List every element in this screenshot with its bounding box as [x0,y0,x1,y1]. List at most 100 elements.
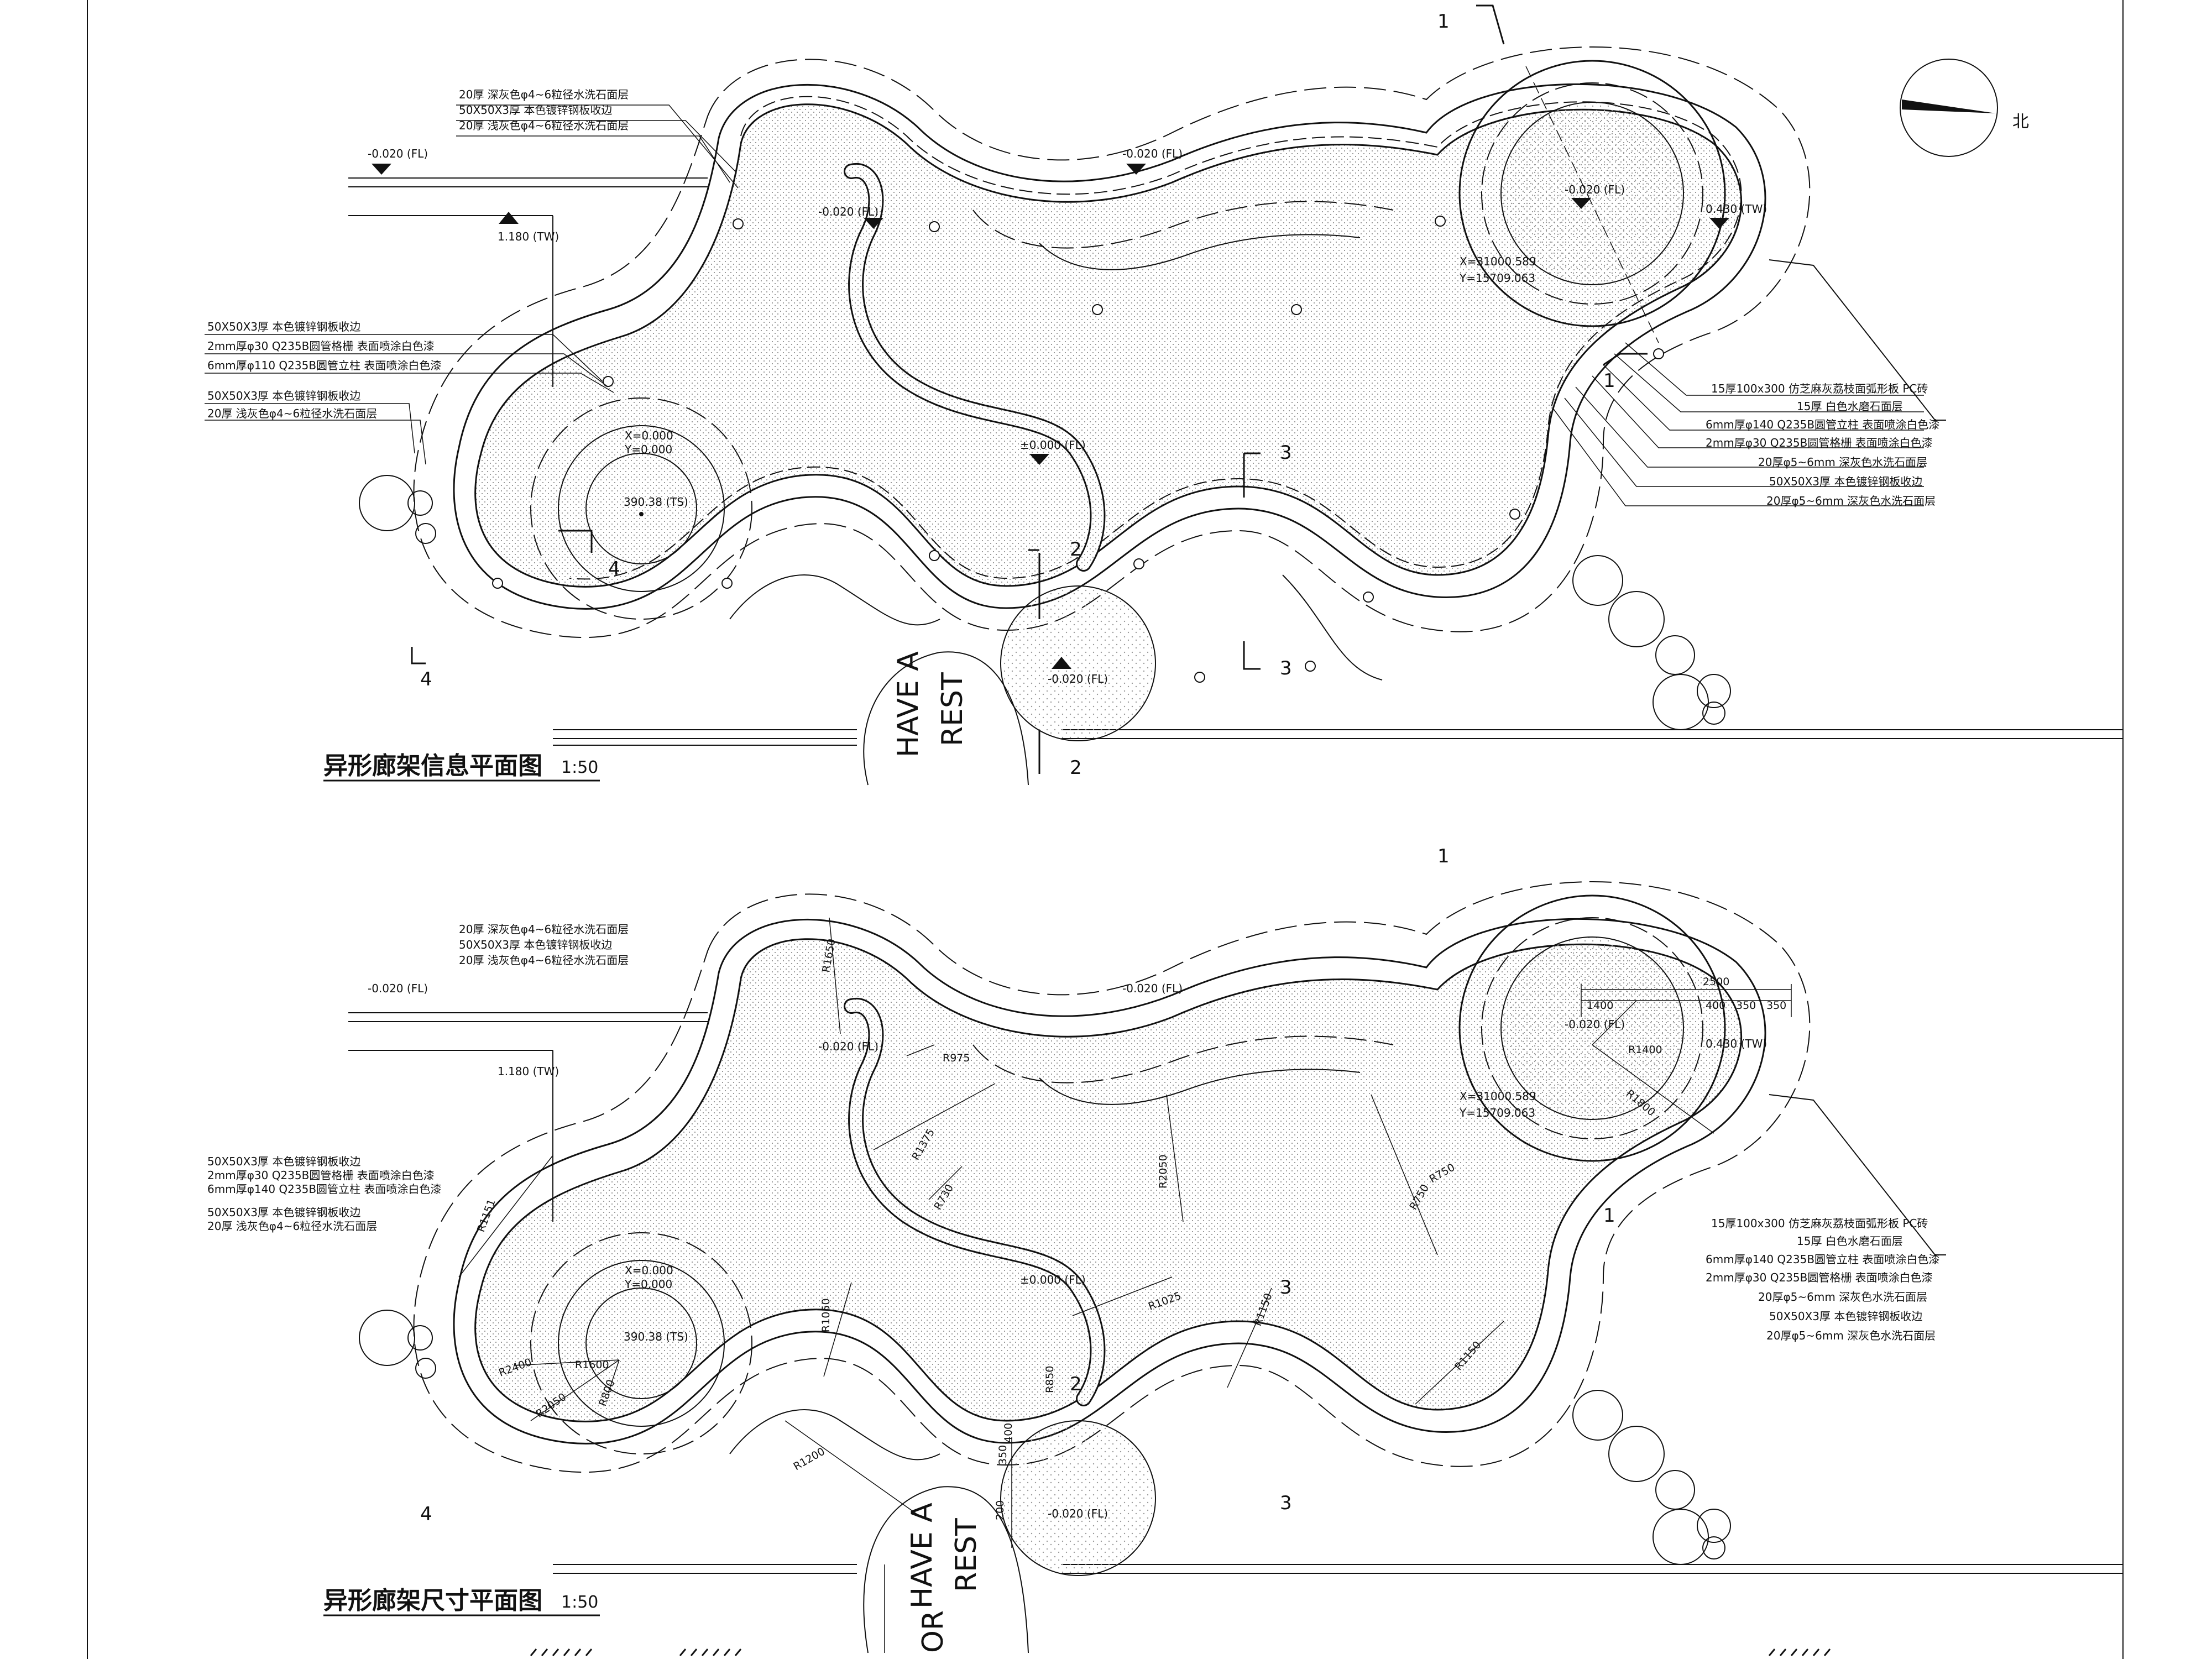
material-note: 50X50X3厚 本色镀锌钢板收边 [207,1155,360,1168]
section-mark: 1 [1437,845,1450,867]
plan-info: HAVE A REST 1 1 2 2 [205,4,2123,786]
level-label: -0.020 (FL) [818,1040,878,1053]
material-note: 6mm厚φ140 Q235B圆管立柱 表面喷涂白色漆 [207,1182,441,1196]
dimension-label: R1400 [1628,1044,1662,1056]
sign-text-rest: REST [950,1518,983,1592]
dimension-label: 350 [1736,999,1756,1012]
sign-text-rest: REST [936,672,969,746]
level-label: -0.020 (FL) [368,982,428,995]
material-note: 50X50X3厚 本色镀锌钢板收边 [207,1206,360,1219]
material-note: 20厚 深灰色φ4~6粒径水洗石面层 [459,88,629,101]
section-mark: 4 [608,558,620,580]
plan-title: 异形廊架尺寸平面图 [323,1587,542,1615]
coordinate-label: X=0.000 [625,1264,673,1277]
material-note: 15厚100x300 仿芝麻灰荔枝面弧形板 PC砖 [1711,1217,1928,1230]
dimension-label: 1400 [1587,999,1613,1012]
dimension-label: 200 [994,1500,1006,1520]
material-note: 50X50X3厚 本色镀锌钢板收边 [459,103,612,117]
sign-text-or: OR [917,1610,950,1653]
level-label: 0.430 (TW) [1706,202,1767,216]
dimension-label: 400 [1002,1423,1015,1443]
post-symbols [492,216,1664,683]
sign-text-have-a: HAVE A [892,651,925,757]
material-note: 15厚 白色水磨石面层 [1797,1234,1903,1248]
material-note: 2mm厚φ30 Q235B圆管格栅 表面喷涂白色漆 [207,1169,435,1182]
material-note: 50X50X3厚 本色镀锌钢板收边 [1769,1310,1922,1323]
section-mark: 4 [420,1503,432,1525]
material-note: 6mm厚φ110 Q235B圆管立柱 表面喷涂白色漆 [207,359,441,372]
paving-marks [530,1648,1831,1656]
coordinate-label: Y=0.000 [624,443,672,456]
material-note: 15厚 白色水磨石面层 [1797,400,1903,413]
material-note: 50X50X3厚 本色镀锌钢板收边 [459,938,612,951]
dimension-label: R975 [943,1052,970,1064]
level-label: 1.180 (TW) [498,230,559,243]
material-note: 20厚φ5~6mm 深灰色水洗石面层 [1758,1290,1927,1304]
section-mark: 2 [1070,538,1082,561]
dimension-label: R1200 [792,1445,827,1473]
plan-title: 异形廊架信息平面图 [323,752,542,780]
dimension-label: 350 [1766,999,1786,1012]
level-label: ±0.000 (FL) [1020,1273,1086,1286]
material-note: 50X50X3厚 本色镀锌钢板收边 [1769,475,1922,488]
section-mark: 3 [1280,1276,1292,1299]
dimension-label: 2500 [1703,976,1729,988]
plan-dimension: HAVE A REST OR R1650 R975 R1375 R [207,845,2123,1656]
level-label: -0.020 (FL) [1048,672,1108,685]
level-label: -0.020 (FL) [1122,147,1183,160]
coordinate-label: Y=0.000 [624,1278,672,1291]
plan-scale: 1:50 [561,758,598,777]
material-note: 2mm厚φ30 Q235B圆管格栅 表面喷涂白色漆 [1706,1271,1933,1284]
material-note: 20厚 浅灰色φ4~6粒径水洗石面层 [207,407,377,420]
material-note: 2mm厚φ30 Q235B圆管格栅 表面喷涂白色漆 [1706,436,1933,449]
dimension-label: R2050 [1157,1154,1169,1189]
section-mark: 4 [420,668,432,690]
section-mark: 2 [1070,1373,1082,1395]
section-mark: 3 [1280,442,1292,464]
section-mark: 3 [1280,657,1292,679]
material-note: 20厚φ5~6mm 深灰色水洗石面层 [1766,494,1936,507]
material-note: 20厚 浅灰色φ4~6粒径水洗石面层 [459,119,629,132]
dimension-label: R1600 [575,1359,609,1371]
coordinate-label: X=31000.589 [1460,1090,1536,1103]
level-label: -0.020 (FL) [1122,982,1183,995]
coordinate-label: Y=15709.063 [1459,271,1535,285]
level-label: -0.020 (FL) [1565,1018,1625,1031]
section-mark: 2 [1070,757,1082,779]
dimension-label: 350 [997,1445,1009,1465]
dimension-lines [458,917,1792,1653]
north-label: 北 [2012,112,2029,132]
level-label: ±0.000 (FL) [1020,438,1086,452]
level-label: -0.020 (FL) [818,205,878,218]
level-label: 1.180 (TW) [498,1065,559,1078]
material-note: 6mm厚φ140 Q235B圆管立柱 表面喷涂白色漆 [1706,1253,1939,1266]
tree-symbols [359,475,1731,730]
material-note: 6mm厚φ140 Q235B圆管立柱 表面喷涂白色漆 [1706,418,1939,431]
plan-scale: 1:50 [561,1593,598,1612]
section-mark: 1 [1603,370,1615,392]
material-note: 20厚φ5~6mm 深灰色水洗石面层 [1758,456,1927,469]
level-label: -0.020 (FL) [1565,183,1625,196]
section-mark: 1 [1603,1205,1615,1227]
material-note: 20厚 深灰色φ4~6粒径水洗石面层 [459,923,629,936]
level-label: -0.020 (FL) [1048,1507,1108,1520]
dimension-label: R1050 [820,1298,832,1332]
dimension-label: R1151 [475,1197,498,1233]
dimension-label: R850 [1044,1366,1056,1393]
material-note: 20厚φ5~6mm 深灰色水洗石面层 [1766,1329,1936,1342]
material-note: 20厚 浅灰色φ4~6粒径水洗石面层 [207,1220,377,1233]
spot-level-label: 390.38 (TS) [624,495,688,509]
north-arrow: 北 [1900,59,2029,157]
dimension-label: 400 [1706,999,1725,1012]
coordinate-label: X=0.000 [625,429,673,442]
section-mark: 3 [1280,1492,1292,1514]
material-note: 20厚 浅灰色φ4~6粒径水洗石面层 [459,954,629,967]
level-label: 0.430 (TW) [1706,1037,1767,1050]
spot-level-label: 390.38 (TS) [624,1330,688,1343]
coordinate-label: X=31000.589 [1460,255,1536,268]
material-note: 15厚100x300 仿芝麻灰荔枝面弧形板 PC砖 [1711,382,1928,395]
material-note: 2mm厚φ30 Q235B圆管格栅 表面喷涂白色漆 [207,339,435,353]
sign-text-have-a: HAVE A [906,1503,939,1609]
material-note: 50X50X3厚 本色镀锌钢板收边 [207,320,360,333]
